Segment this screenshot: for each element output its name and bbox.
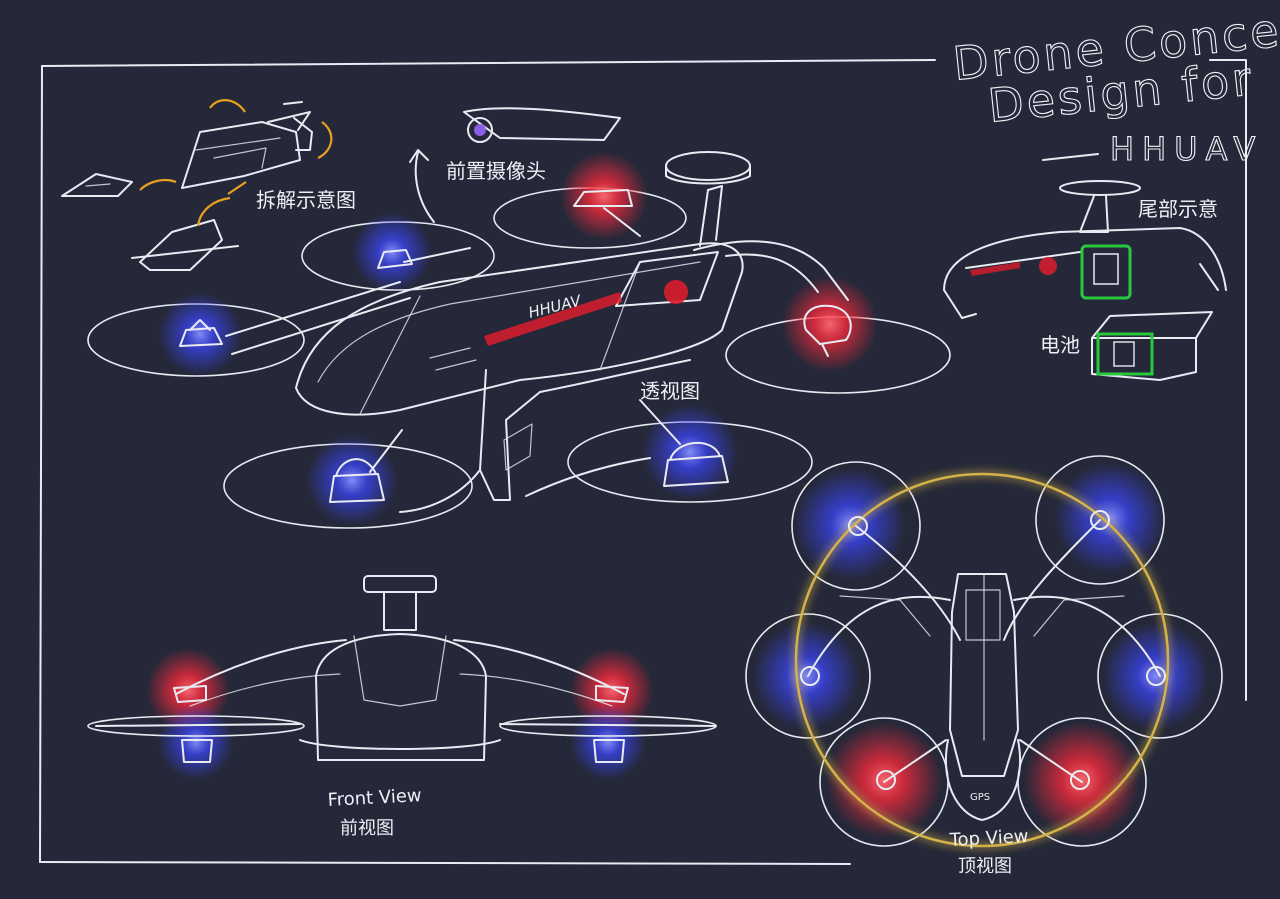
motor-right: [803, 304, 852, 357]
title-brand: HHUAV: [1110, 130, 1263, 168]
perspective-label: 透视图: [640, 379, 700, 403]
motor-top-right: [573, 189, 633, 207]
page-frame: [39, 59, 1247, 865]
front-camera-label: 前置摄像头: [446, 159, 546, 183]
front-view-drone: Front View 前视图: [87, 575, 717, 839]
tail-label: 尾部示意: [1138, 197, 1218, 221]
title-underline: [1042, 153, 1099, 161]
exploded-diagram: 拆解示意图: [61, 99, 356, 271]
top-view-drone: GPS Top View 顶视图: [745, 455, 1223, 877]
exploded-label: 拆解示意图: [256, 188, 356, 212]
tail-detail: 尾部示意: [943, 180, 1227, 319]
top-view-label-cn: 顶视图: [958, 856, 1012, 877]
perspective-drone: HHUAV: [87, 107, 951, 529]
front-view-label-en: Front View: [327, 785, 422, 811]
motor-left-front: [377, 249, 413, 269]
title-block: Drone Concept Design for HHUAV: [950, 0, 1280, 169]
motor-front-right: [663, 441, 729, 487]
motor-left-rear: [179, 319, 223, 347]
motor-front-left: [329, 458, 385, 503]
battery-label: 电池: [1040, 333, 1080, 357]
gps-label: GPS: [970, 792, 990, 803]
battery-detail: 电池: [1040, 311, 1213, 381]
top-view-label-en: Top View: [948, 826, 1029, 851]
front-camera-callout: 前置摄像头: [409, 149, 546, 223]
front-view-label-cn: 前视图: [340, 818, 394, 839]
